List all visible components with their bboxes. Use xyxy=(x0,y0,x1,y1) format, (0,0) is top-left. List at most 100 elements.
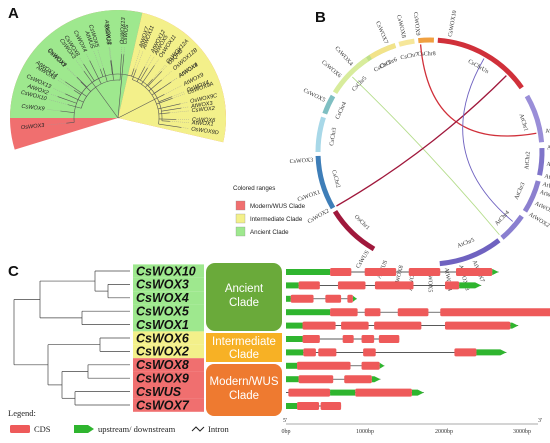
tree-branch-extension xyxy=(181,127,190,129)
tree-branch xyxy=(80,81,91,92)
circos-gene-label: AtWOX6 xyxy=(546,162,550,170)
gene-name: CsWOX9 xyxy=(136,372,189,386)
tree-branch-extension xyxy=(169,110,190,114)
tree-branch xyxy=(154,94,165,100)
intermediate-clade-range xyxy=(118,12,227,143)
utr-segment xyxy=(459,282,482,289)
utr-segment xyxy=(286,336,303,342)
tree-branch-extension xyxy=(97,48,104,69)
tree-branch xyxy=(110,60,114,81)
tree-branch-extension xyxy=(66,67,77,78)
circos-gene-label: AtWOX8 xyxy=(394,265,405,289)
tree-branch xyxy=(158,112,170,115)
tree-branch-extension xyxy=(56,79,75,91)
chromosome-label: CsChr2 xyxy=(330,169,341,188)
tree-branch xyxy=(99,69,104,77)
circos-gene-label: AtWOX2 xyxy=(527,212,550,229)
circos-gene-label: AtWOX10 xyxy=(547,144,550,151)
chromosome-label: CsChr3 xyxy=(329,127,338,146)
tree-branch xyxy=(136,66,146,82)
chromosome-arc xyxy=(524,94,545,143)
circos-gene-label: AtWOX9 xyxy=(408,267,417,291)
cds-segment xyxy=(454,348,477,357)
tree-branch xyxy=(157,103,181,110)
cds-segment xyxy=(337,281,366,290)
chromosome-arc xyxy=(418,37,434,44)
chromosome-arc xyxy=(437,37,524,90)
circos-gene-label: CsWOX5 xyxy=(302,88,326,104)
chromosome-arc xyxy=(315,116,326,153)
tree-branch xyxy=(141,65,155,85)
tree-branch xyxy=(83,63,95,82)
chromosome-label: OsChr1 xyxy=(353,214,371,231)
chromosome-arc xyxy=(332,57,369,95)
circos-gene-label: AtWOX3 xyxy=(544,174,550,185)
tree-branch-extension xyxy=(93,50,101,70)
tree-branch-extension xyxy=(169,121,190,123)
circos-gene-label: AtWOX5 xyxy=(427,269,433,292)
gene-name: CsWOX1 xyxy=(136,318,189,332)
legend-utr-label: upstream/ downstream xyxy=(98,424,176,434)
gene-name: CsWOX8 xyxy=(136,358,189,372)
tree-branch xyxy=(65,93,84,103)
tree-branch-extension xyxy=(58,77,66,82)
tree-leaf-label: CsWOX2 xyxy=(191,106,216,114)
cds-segment xyxy=(397,308,429,317)
structure-legend: Legend: CDS upstream/ downstream Intron xyxy=(8,408,230,434)
cds-segment xyxy=(364,308,381,317)
tree-branch-extension xyxy=(154,58,160,66)
gene-name-background xyxy=(133,385,204,399)
tree-leaf-label: OsWUS xyxy=(103,24,112,45)
legend-cds-label: CDS xyxy=(34,424,51,434)
synteny-links xyxy=(336,44,537,236)
cds-segment xyxy=(318,348,337,357)
gene-name-background xyxy=(133,291,204,305)
axis-tick-2000: 2000bp xyxy=(435,429,453,435)
utr-segment xyxy=(379,362,385,369)
chromosome-label: CsChr4 xyxy=(335,101,348,120)
tree-branch-extension xyxy=(152,64,167,80)
intermediate-clade-box xyxy=(206,333,282,362)
cds-segment xyxy=(320,402,342,410)
circos-gene-label: CsWOX3 xyxy=(289,158,313,166)
modern-range-label: Modern/WUS Clade xyxy=(250,203,306,210)
tree-branch xyxy=(67,104,82,109)
tree-branch xyxy=(161,107,182,112)
chromosome-label: AtChr5 xyxy=(457,237,476,249)
utr-segment xyxy=(286,282,299,289)
gene-structure-tracks xyxy=(286,268,550,410)
circos-gene-label: AtWOX4 xyxy=(443,267,452,291)
circos-gene-label: CsWOX1 xyxy=(297,190,321,204)
cds-segment xyxy=(361,335,375,343)
tree-branch xyxy=(158,123,182,128)
circos-gene-label: CsWUS xyxy=(355,250,371,270)
utr-segment xyxy=(476,349,507,356)
tree-leaf-label: CsWUS xyxy=(122,24,130,45)
tree-leaf-label: OsWOX3 xyxy=(21,123,46,131)
gene-structure-panel: CsWOX10CsWOX3CsWOX4CsWOX5CsWOX1CsWOX6CsW… xyxy=(8,263,550,435)
utr-segment xyxy=(371,376,381,383)
synteny-link xyxy=(336,75,507,207)
intermediate-range-label: Intermediate Clade xyxy=(250,216,303,223)
cds-segment xyxy=(374,321,422,330)
chromosome-arc xyxy=(332,209,376,252)
tree-branch-extension xyxy=(180,101,189,105)
tree-branch xyxy=(151,81,172,96)
gene-name: CsWUS xyxy=(136,385,182,399)
legend-utr-swatch xyxy=(74,425,94,433)
legend-title: Legend: xyxy=(8,408,36,418)
modern-range-swatch xyxy=(235,200,246,211)
chromosome-arc xyxy=(439,238,501,267)
ancient-range-label: Ancient Clade xyxy=(250,229,289,236)
chromosome-label: AtChr3 xyxy=(514,182,527,201)
gene-tree xyxy=(13,270,130,406)
panel-c-label: C xyxy=(8,263,19,280)
tree-branch xyxy=(102,68,108,82)
tree-branch-extension xyxy=(170,77,178,83)
gene-name-background xyxy=(133,398,204,412)
circos-gene-label: CsWOX8 xyxy=(395,14,406,38)
cds-segment xyxy=(378,335,400,343)
